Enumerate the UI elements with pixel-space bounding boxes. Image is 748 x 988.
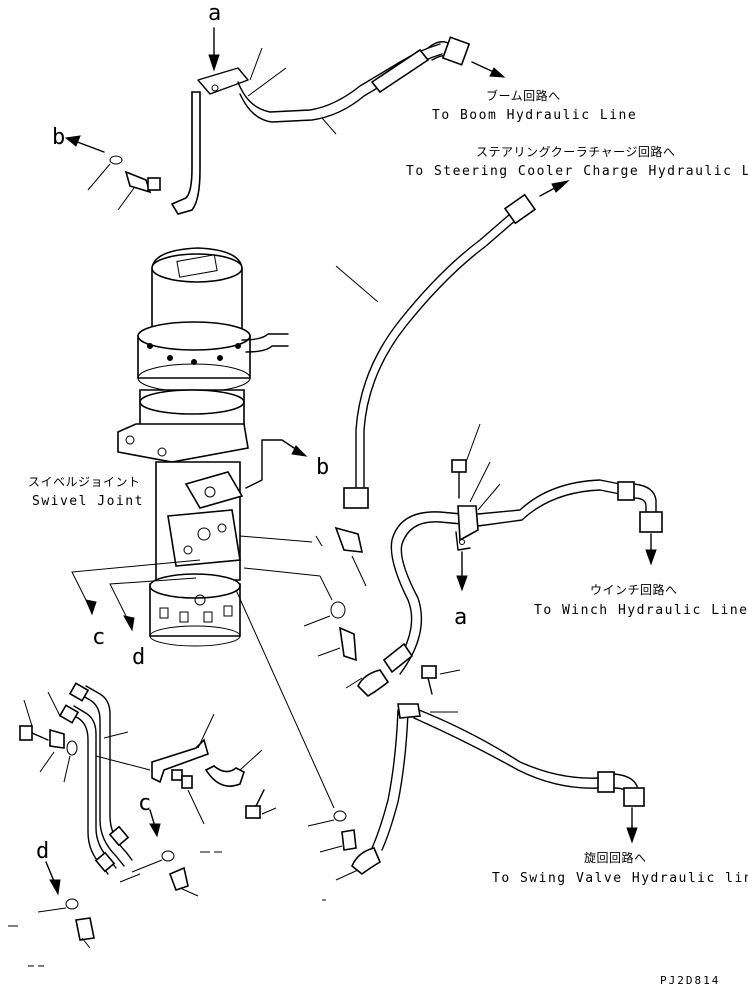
swivel-joint-label-en: Swivel Joint xyxy=(32,494,144,509)
ref-letter-a-winch: a xyxy=(454,605,467,630)
ref-letter-c-lower: c xyxy=(138,791,151,816)
swing-line-label-jp: 旋回回路へ xyxy=(584,850,647,865)
boom-line-assembly xyxy=(64,27,506,215)
steering-line-label-en: To Steering Cooler Charge Hydraulic Line xyxy=(406,164,748,179)
ref-letter-b-swivel: b xyxy=(316,455,329,480)
lower-left-pipe-assembly xyxy=(8,682,326,967)
swing-valve-hose xyxy=(307,703,645,881)
ref-letter-c-swivel: c xyxy=(92,625,105,650)
steering-line-label-jp: ステアリングクーラチャージ回路へ xyxy=(476,144,675,159)
boom-line-label-jp: ブーム回路へ xyxy=(486,88,561,103)
drawing-id: PJ2D814 xyxy=(660,974,720,987)
swivel-joint-body xyxy=(71,247,335,809)
swivel-joint-label-jp: スイベルジョイント xyxy=(28,475,141,489)
line-destination-labels: ブーム回路へ To Boom Hydraulic Line ステアリングクーラチ… xyxy=(28,88,748,987)
winch-hose xyxy=(303,423,663,698)
winch-line-label-jp: ウインチ回路へ xyxy=(590,582,678,597)
ref-letter-d-lower: d xyxy=(36,839,49,864)
reference-labels: a b b a c d c d xyxy=(36,1,467,864)
ref-letter-b-top: b xyxy=(52,125,65,150)
ref-letter-a-top: a xyxy=(208,1,221,26)
winch-line-label-en: To Winch Hydraulic Line xyxy=(534,603,748,618)
steering-cooler-hose xyxy=(315,180,570,587)
ref-letter-d-swivel: d xyxy=(132,645,145,670)
swing-line-label-en: To Swing Valve Hydraulic line xyxy=(492,871,748,886)
boom-line-label-en: To Boom Hydraulic Line xyxy=(432,108,637,123)
